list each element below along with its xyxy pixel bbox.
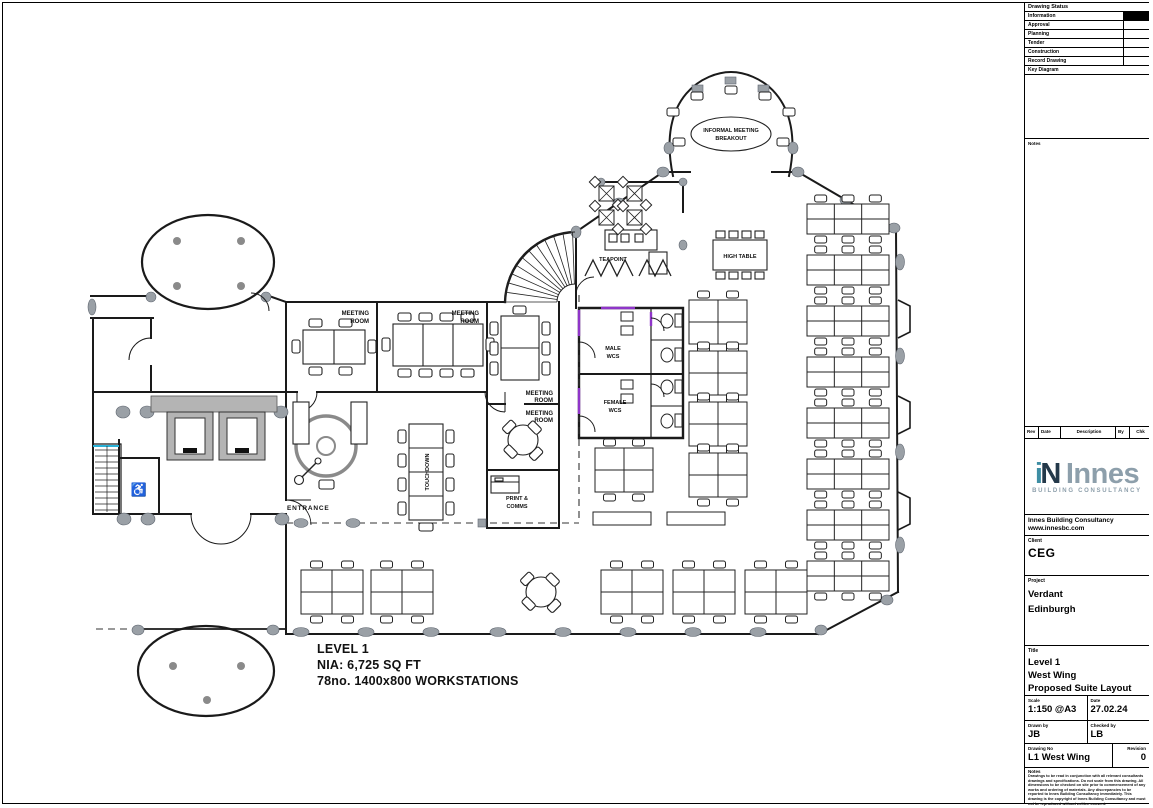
key-diagram-box xyxy=(1025,75,1149,139)
project-value: Verdant Edinburgh xyxy=(1028,589,1076,615)
logo-mark-i: i xyxy=(1034,457,1043,490)
meeting-room-4-label: MEETING xyxy=(526,411,554,417)
wc-fixtures xyxy=(620,311,683,429)
logo-tagline: BUILDING CONSULTANCY xyxy=(1032,487,1142,494)
teapoint-label: TEAPOINT xyxy=(599,257,627,263)
window-bays xyxy=(897,299,911,531)
status-option-information: Information xyxy=(1025,12,1149,21)
svg-text:WCS: WCS xyxy=(609,408,622,414)
notes-text: Drawings to be read in conjunction with … xyxy=(1028,774,1146,806)
floor-plan: ♿ xyxy=(87,70,911,718)
female-wcs-label: FEMALE xyxy=(604,400,627,406)
drawing-title: Level 1 West Wing Proposed Suite Layout xyxy=(1028,657,1132,694)
status-option-record: Record Drawing xyxy=(1025,57,1149,66)
title-section: Title Level 1 West Wing Proposed Suite L… xyxy=(1025,645,1149,695)
scale-cell: Scale 1:150 @A3 xyxy=(1025,696,1088,720)
client-value: CEG xyxy=(1028,546,1056,560)
project-section: Project Verdant Edinburgh xyxy=(1025,575,1149,645)
plan-labels: MEETING ROOM MEETING ROOM MEETING ROOM M… xyxy=(287,128,759,688)
status-header: Drawing Status xyxy=(1025,3,1149,12)
level-annotation: LEVEL 1 xyxy=(317,642,369,656)
drawn-by-cell: Drawn by JB xyxy=(1025,721,1088,743)
client-section: Client CEG xyxy=(1025,535,1149,575)
status-checkbox xyxy=(1123,12,1149,20)
status-option-planning: Planning xyxy=(1025,30,1149,39)
touchdown-label: TOUCHDOWN xyxy=(425,454,431,491)
turret-columns xyxy=(169,237,245,704)
date-cell: Date 27.02.24 xyxy=(1090,698,1128,715)
core-elements: ♿ xyxy=(131,395,278,497)
informal-meeting-label: INFORMAL MEETING xyxy=(703,128,759,134)
meeting-room-3-label: MEETING xyxy=(526,391,554,397)
drawing-number-cell: Drawing No L1 West Wing xyxy=(1025,744,1113,767)
logo-mark-n: N xyxy=(1040,457,1061,490)
nia-annotation: NIA: 6,725 SQ FT xyxy=(317,658,421,672)
scale-date-row: Scale 1:150 @A3 Date 27.02.24 xyxy=(1025,695,1149,720)
columns xyxy=(87,76,905,637)
furniture xyxy=(291,116,772,613)
accessible-wc-icon: ♿ xyxy=(131,482,147,497)
company-name: Innes Building Consultancy xyxy=(1028,517,1114,524)
svg-text:ROOM: ROOM xyxy=(534,418,553,424)
svg-text:ROOM: ROOM xyxy=(350,319,369,325)
svg-text:BREAKOUT: BREAKOUT xyxy=(715,136,747,142)
svg-text:ROOM: ROOM xyxy=(460,319,479,325)
generated-furniture xyxy=(95,85,890,624)
logo-name: Innes xyxy=(1065,457,1140,490)
revision-table-header: Rev Date Description By Chk xyxy=(1025,427,1149,439)
high-table-label: HIGH TABLE xyxy=(723,254,757,260)
company-details: Innes Building Consultancy www.innesbc.c… xyxy=(1025,514,1149,535)
notes-area: Notes xyxy=(1025,139,1149,427)
walls xyxy=(90,70,900,718)
entrance-label: ENTRANCE xyxy=(287,505,330,512)
svg-text:COMMS: COMMS xyxy=(506,504,527,510)
male-wcs-label: MALE xyxy=(605,346,621,352)
meeting-room-1-label: MEETING xyxy=(342,311,370,317)
svg-text:WCS: WCS xyxy=(607,354,620,360)
print-comms-label: PRINT & xyxy=(506,496,528,502)
drawing-status-panel: Drawing Status Information Approval Plan… xyxy=(1025,3,1149,139)
status-option-construction: Construction xyxy=(1025,48,1149,57)
key-diagram-label: Key Diagram xyxy=(1025,66,1149,75)
svg-text:ROOM: ROOM xyxy=(534,398,553,404)
drawn-checked-row: Drawn by JB Checked by LB xyxy=(1025,720,1149,743)
checked-by-cell: Checked by LB xyxy=(1090,723,1116,740)
workstations-annotation: 78no. 1400x800 WORKSTATIONS xyxy=(317,674,519,688)
title-block: Drawing Status Information Approval Plan… xyxy=(1024,3,1149,806)
accent-walls xyxy=(577,306,653,414)
drawing-number-row: Drawing No L1 West Wing Revision 0 xyxy=(1025,743,1149,767)
company-website: www.innesbc.com xyxy=(1028,525,1085,532)
notes-section: Notes Drawings to be read in conjunction… xyxy=(1025,767,1149,806)
revision-cell: Revision 0 xyxy=(1127,746,1146,763)
status-option-tender: Tender xyxy=(1025,39,1149,48)
meeting-room-2-label: MEETING xyxy=(452,311,480,317)
status-option-approval: Approval xyxy=(1025,21,1149,30)
